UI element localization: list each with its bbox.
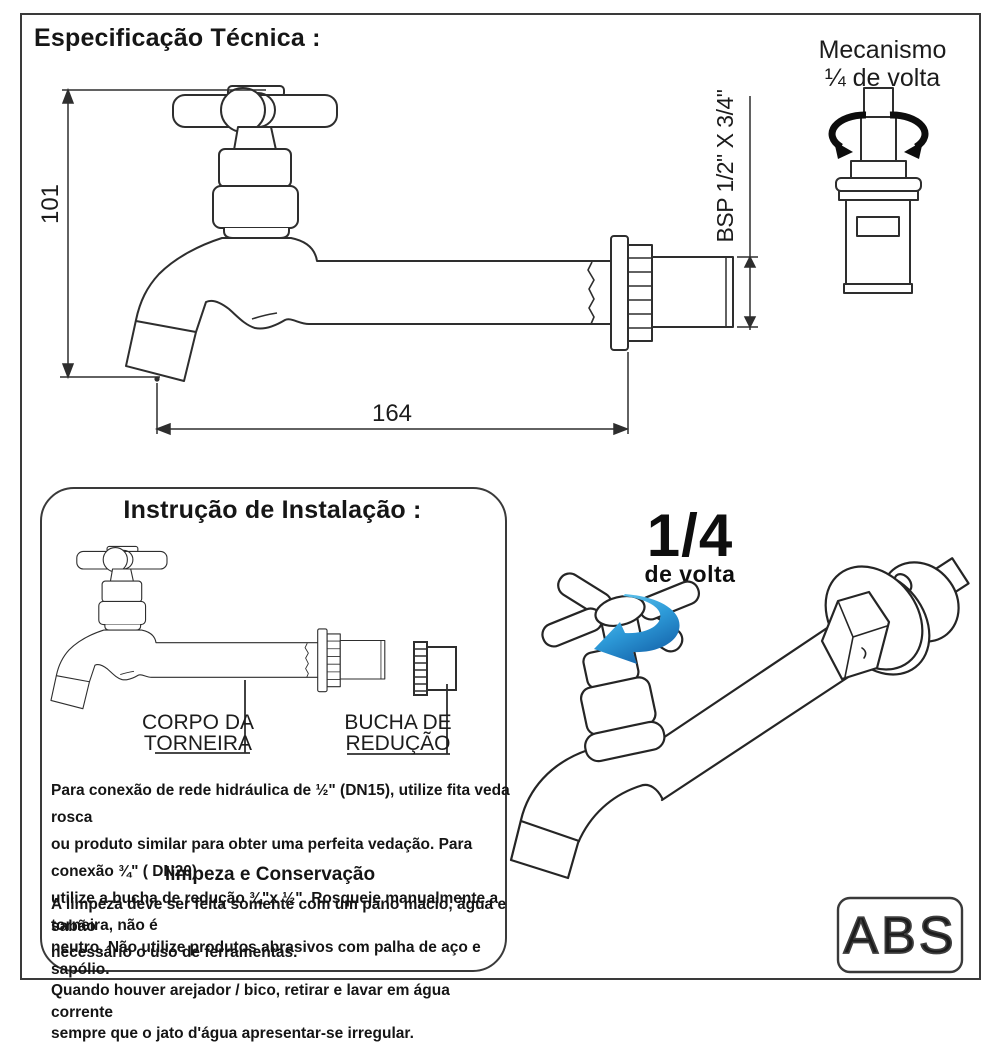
installation-title: Instrução de Instalação : [123,496,422,524]
bucha-label-line2: REDUÇÃO [345,731,450,755]
rotation-arrows-icon [828,111,929,159]
abs-badge-text: ABS [843,907,956,965]
reduction-bushing-drawing [413,641,457,696]
mechanism-drawing [828,87,929,294]
corpo-label-line2: TORNEIRA [144,732,252,755]
dim-height-value: 101 [37,184,64,224]
mechanism-title-line1: Mecanismo [818,36,947,64]
spec-title: Especificação Técnica : [34,24,321,52]
installation-paragraph: Para conexão de rede hidráulica de ½" (D… [51,782,510,961]
corpo-label-line1: CORPO DA [142,711,254,734]
dim-thread: BSP 1/2" X 3/4" [712,89,758,330]
install-faucet-drawing [50,545,386,710]
quarter-turn-drawing [509,557,970,880]
dim-length: 164 [154,352,630,436]
bucha-label-line1: BUCHA DE [344,711,451,734]
bucha-label: BUCHA DE REDUÇÃO [344,684,452,755]
dim-length-value: 164 [372,400,412,427]
corpo-label: CORPO DA TORNEIRA [142,680,254,755]
mechanism-title: Mecanismo ¼ de volta [800,36,965,92]
dim-height: 101 [37,87,266,382]
abs-badge: ABS [836,896,964,974]
line-art-layer: 101 164 BSP 1/2" X 3/4" [37,85,970,974]
spec-sheet-page: { "page": { "background": "#ffffff", "li… [20,13,981,1042]
quarter-turn-big-label: 1/4 [646,502,734,569]
spec-faucet-drawing [125,85,734,382]
care-title: limpeza e Conservação [164,864,376,885]
thread-spec-label: BSP 1/2" X 3/4" [712,89,738,242]
quarter-turn-arrow-icon [594,594,680,664]
